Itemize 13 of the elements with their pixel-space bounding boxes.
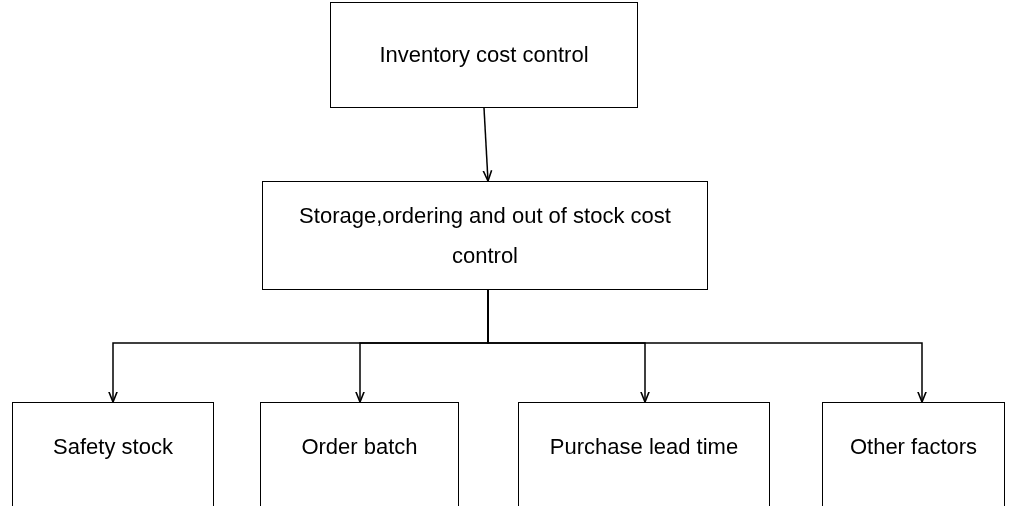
process-box [260, 402, 459, 506]
box-label: Safety stock [52, 433, 174, 461]
process-box [12, 402, 214, 506]
process-box [822, 402, 1005, 506]
process-box [330, 2, 638, 108]
box-label: Purchase lead time [548, 433, 740, 461]
box-label: Inventory cost control [378, 41, 590, 69]
process-box [262, 181, 708, 290]
arrow [482, 107, 493, 182]
box-label: Other factors [848, 433, 979, 461]
box-label: Order batch [300, 433, 419, 461]
process-box [518, 402, 770, 506]
box-label: Storage,ordering and out of stock cost control [298, 201, 672, 270]
